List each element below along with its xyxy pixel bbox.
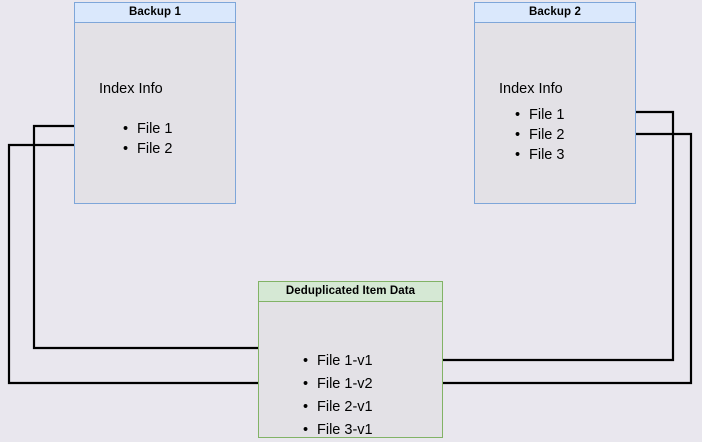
list-item[interactable]: File 1-v2 [303, 373, 373, 396]
backup-1-title: Backup 1 [75, 3, 235, 23]
backup-2-title: Backup 2 [475, 3, 635, 23]
deduplicated-file-list: File 1-v1 File 1-v2 File 2-v1 File 3-v1 [303, 350, 373, 442]
list-item[interactable]: File 3 [515, 145, 564, 165]
backup-2-file-list: File 1 File 2 File 3 [515, 105, 564, 165]
backup-2-box[interactable]: Backup 2 Index Info File 1 File 2 File 3 [474, 2, 636, 204]
list-item[interactable]: File 1 [515, 105, 564, 125]
list-item[interactable]: File 3-v1 [303, 419, 373, 442]
list-item[interactable]: File 1-v1 [303, 350, 373, 373]
backup-1-file-list: File 1 File 2 [123, 119, 172, 159]
deduplicated-item-data-body: File 1-v1 File 1-v2 File 2-v1 File 3-v1 [259, 302, 442, 442]
backup-2-index-info-label: Index Info [499, 81, 563, 97]
list-item[interactable]: File 2 [515, 125, 564, 145]
deduplicated-item-data-box[interactable]: Deduplicated Item Data File 1-v1 File 1-… [258, 281, 443, 442]
backup-1-box[interactable]: Backup 1 Index Info File 1 File 2 [74, 2, 236, 204]
backup-2-body: Index Info File 1 File 2 File 3 [475, 23, 635, 203]
deduplicated-item-data-title: Deduplicated Item Data [259, 282, 442, 302]
backup-1-index-info-label: Index Info [99, 81, 163, 97]
backup-1-body: Index Info File 1 File 2 [75, 23, 235, 203]
list-item[interactable]: File 2 [123, 139, 172, 159]
list-item[interactable]: File 1 [123, 119, 172, 139]
list-item[interactable]: File 2-v1 [303, 396, 373, 419]
